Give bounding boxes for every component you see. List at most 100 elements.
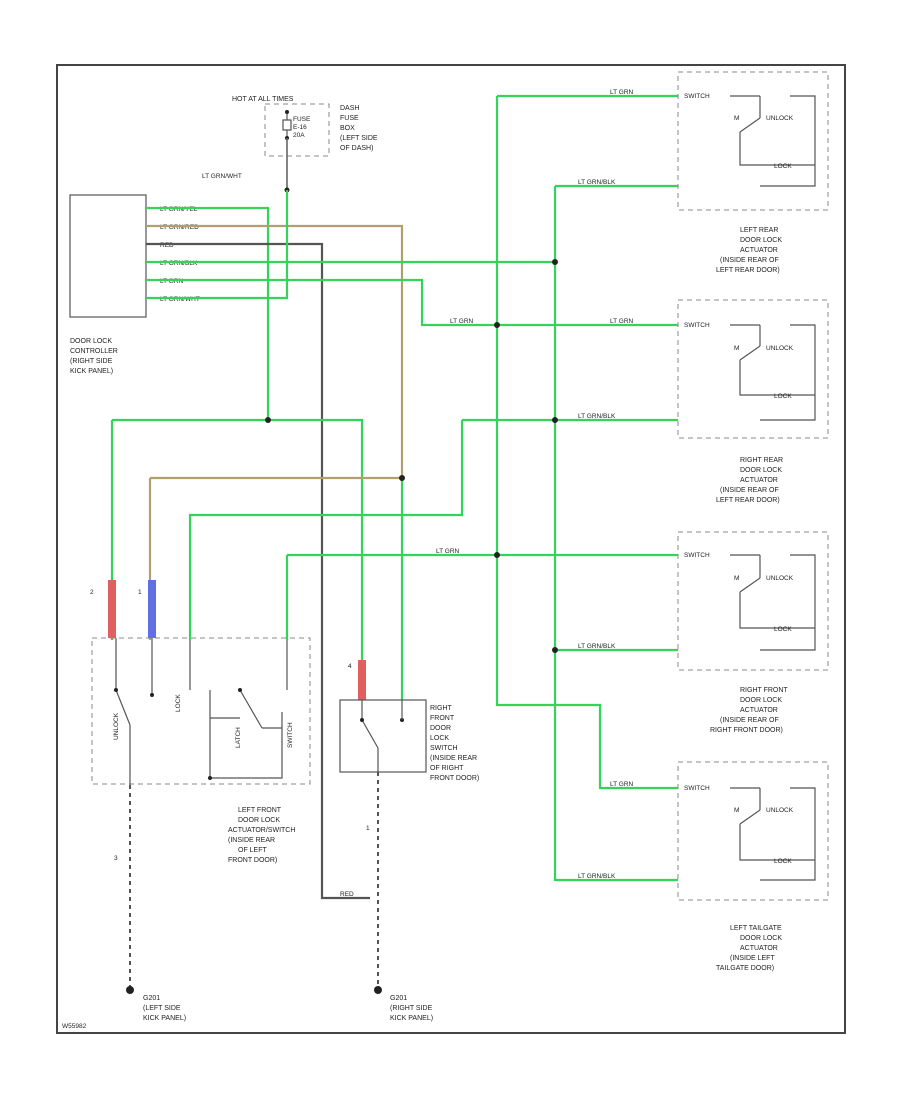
controller-label-1: DOOR LOCK: [70, 338, 112, 345]
left-tailgate-actuator: SWITCH M UNLOCK LOCK: [677, 761, 829, 901]
controller-label-4: KICK PANEL): [70, 368, 113, 375]
diagram-term-1: M: [734, 115, 739, 122]
right-front-door-lock-switch: 4: [339, 660, 427, 773]
right-front-switch-label-4: LOCK: [430, 735, 449, 742]
wire-lt-grn-wht-ctrl: [146, 190, 289, 300]
left-rear-label-1: LEFT REAR: [740, 227, 778, 234]
diagram-term-5: M: [734, 345, 739, 352]
right-front-switch-label-6: (INSIDE REAR: [430, 755, 477, 762]
fuse-label-1: FUSE: [293, 116, 311, 123]
left-tailgate-label-5: TAILGATE DOOR): [716, 965, 774, 972]
left-rear-label-2: DOOR LOCK: [740, 237, 782, 244]
right-rear-label-4: (INSIDE REAR OF: [720, 487, 779, 494]
diagram-term-0: SWITCH: [684, 93, 710, 100]
wire-lt-grn-ctrl: [146, 278, 497, 327]
right-front-actuator-label-4: (INSIDE REAR OF: [720, 717, 779, 724]
wl-2: LT GRN/BLK: [578, 179, 616, 186]
diagram-term-14: UNLOCK: [766, 807, 794, 814]
wl-3: LT GRN: [450, 318, 474, 325]
right-rear-label-1: RIGHT REAR: [740, 457, 783, 464]
diagram-term-16: 2: [90, 589, 94, 596]
fuse-box-label-1: DASH: [340, 105, 359, 112]
diagram-term-21: SWITCH: [287, 722, 294, 748]
ground-right-label-2: (RIGHT SIDE: [390, 1005, 433, 1012]
left-front-label-4: (INSIDE REAR: [228, 837, 275, 844]
controller-pin-3: RED: [160, 242, 174, 249]
ground-left-label-1: G201: [143, 995, 160, 1002]
diagram-term-24: 1: [366, 825, 370, 832]
right-front-switch-label-3: DOOR: [430, 725, 451, 732]
hot-at-all-times-label: HOT AT ALL TIMES: [232, 96, 294, 103]
left-rear-actuator: SWITCH M UNLOCK LOCK: [677, 71, 829, 211]
diagram-term-19: LOCK: [175, 694, 182, 712]
fuse-box-label-4: (LEFT SIDE: [340, 135, 378, 142]
diagram-term-22: 3: [114, 855, 118, 862]
fuse-box-label-5: OF DASH): [340, 145, 373, 152]
controller-pin-5: LT GRN: [160, 278, 184, 285]
diagram-term-13: M: [734, 807, 739, 814]
fuse-box-label-3: BOX: [340, 125, 355, 132]
right-front-actuator: SWITCH M UNLOCK LOCK: [677, 531, 829, 671]
left-rear-label-3: ACTUATOR: [740, 247, 778, 254]
controller-label-2: CONTROLLER: [70, 348, 118, 355]
right-front-switch-label-7: OF RIGHT: [430, 765, 464, 772]
diagram-term-17: 1: [138, 589, 142, 596]
diagram-term-7: LOCK: [774, 393, 792, 400]
diagram-term-6: UNLOCK: [766, 345, 794, 352]
wl-1: LT GRN: [610, 89, 634, 96]
fuse-box: HOT AT ALL TIMES FUSE E-16 20A DASH FUSE…: [232, 96, 378, 157]
left-rear-label-4: (INSIDE REAR OF: [720, 257, 779, 264]
left-tailgate-label-3: ACTUATOR: [740, 945, 778, 952]
left-front-label-3: ACTUATOR/SWITCH: [228, 827, 295, 834]
left-front-label-6: FRONT DOOR): [228, 857, 277, 864]
diagram-term-18: UNLOCK: [113, 712, 120, 740]
right-front-switch-label-5: SWITCH: [430, 745, 458, 752]
fuse-label-3: 20A: [293, 132, 305, 139]
left-rear-label-5: LEFT REAR DOOR): [716, 267, 780, 274]
wire-red: [146, 242, 370, 900]
right-rear-label-3: ACTUATOR: [740, 477, 778, 484]
left-front-label-1: LEFT FRONT: [238, 807, 282, 814]
ground-right-label-3: KICK PANEL): [390, 1015, 433, 1022]
diagram-term-10: UNLOCK: [766, 575, 794, 582]
right-front-actuator-label-5: RIGHT FRONT DOOR): [710, 727, 783, 734]
diagram-term-2: UNLOCK: [766, 115, 794, 122]
ground-left-label-3: KICK PANEL): [143, 1015, 186, 1022]
diagram-term-11: LOCK: [774, 626, 792, 633]
wl-6: LT GRN: [436, 548, 460, 555]
fuse-label-2: E-16: [293, 124, 307, 131]
diagram-term-23: 4: [348, 663, 352, 670]
diagram-frame: [56, 64, 846, 1034]
right-rear-label-5: LEFT REAR DOOR): [716, 497, 780, 504]
right-front-switch-label-8: FRONT DOOR): [430, 775, 479, 782]
diagram-term-4: SWITCH: [684, 322, 710, 329]
left-front-label-2: DOOR LOCK: [238, 817, 280, 824]
left-front-actuator-switch: 2 1 UNLOCK LOCK LATCH SWITCH: [90, 580, 311, 785]
right-front-switch-label-1: RIGHT: [430, 705, 453, 712]
ground-right-label-1: G201: [390, 995, 407, 1002]
wl-7: LT GRN/BLK: [578, 643, 616, 650]
wl-4: LT GRN: [610, 318, 634, 325]
wl-10: RED: [340, 891, 354, 898]
right-front-switch-label-2: FRONT: [430, 715, 455, 722]
door-lock-controller: LT GRN/YEL LT GRN/RED RED LT GRN/BLK LT …: [69, 194, 200, 375]
right-front-actuator-label-3: ACTUATOR: [740, 707, 778, 714]
wl-5: LT GRN/BLK: [578, 413, 616, 420]
controller-pin-6: LT GRN/WHT: [160, 296, 200, 303]
right-front-actuator-label-2: DOOR LOCK: [740, 697, 782, 704]
right-rear-actuator: SWITCH M UNLOCK LOCK: [677, 299, 829, 439]
controller-label-3: (RIGHT SIDE: [70, 358, 113, 365]
ground-left-label-2: (LEFT SIDE: [143, 1005, 181, 1012]
left-tailgate-label-2: DOOR LOCK: [740, 935, 782, 942]
wl-8: LT GRN: [610, 781, 634, 788]
fuse-wire-label: LT GRN/WHT: [202, 173, 242, 180]
diagram-id: W55982: [62, 1023, 87, 1030]
right-rear-label-2: DOOR LOCK: [740, 467, 782, 474]
left-tailgate-label-1: LEFT TAILGATE: [730, 925, 782, 932]
left-front-label-5: OF LEFT: [238, 847, 268, 854]
diagram-term-20: LATCH: [235, 727, 242, 748]
fuse-box-label-2: FUSE: [340, 115, 359, 122]
controller-pin-2: LT GRN/RED: [160, 224, 199, 231]
diagram-term-9: M: [734, 575, 739, 582]
